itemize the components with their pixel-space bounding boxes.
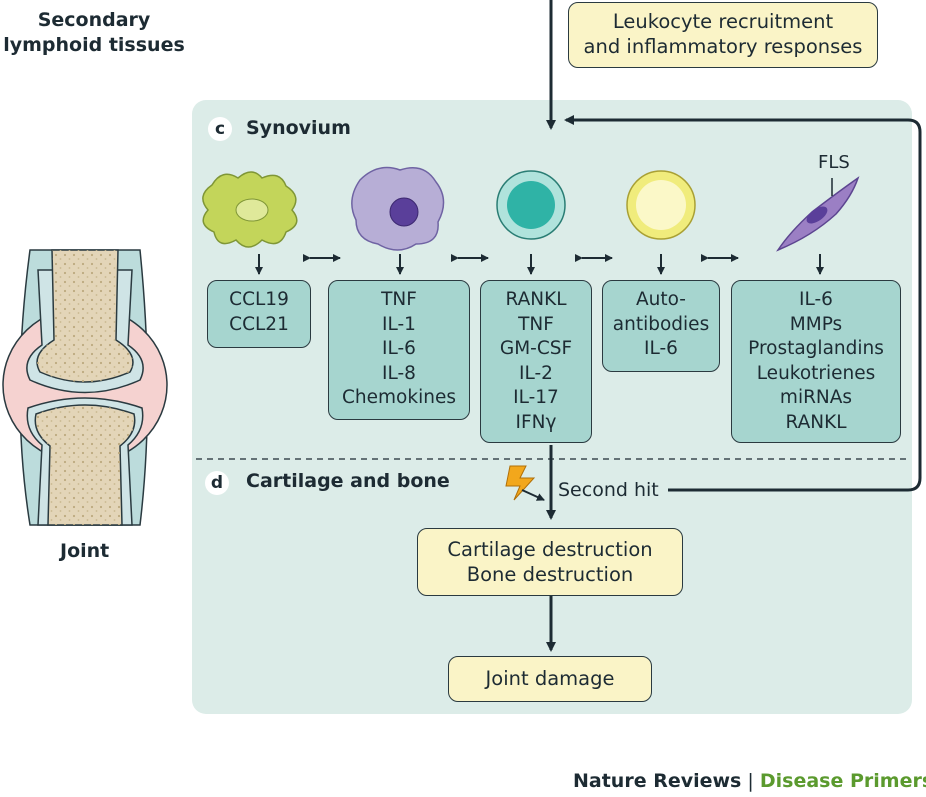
joint-damage-text: Joint damage bbox=[485, 667, 615, 690]
destruction-line1: Cartilage destruction bbox=[447, 538, 653, 561]
box-macrophage-outputs: TNF IL-1 IL-6 IL-8 Chemokines bbox=[328, 280, 470, 420]
leukocyte-line1: Leukocyte recruitment bbox=[612, 10, 834, 33]
output-item: IL-2 bbox=[519, 362, 553, 384]
output-item: Prostaglandins bbox=[748, 338, 884, 359]
fls-cell-icon bbox=[776, 176, 860, 252]
output-item: GM-CSF bbox=[499, 338, 573, 359]
output-item: IFNγ bbox=[515, 411, 557, 433]
output-item: MMPs bbox=[789, 313, 843, 335]
credit-separator: | bbox=[741, 770, 760, 792]
output-item: IL-1 bbox=[382, 313, 416, 335]
output-item: antibodies bbox=[612, 313, 710, 335]
secondary-lymphoid-label: Secondary lymphoid tissues bbox=[0, 8, 194, 58]
credit-sub: Disease Primers bbox=[759, 770, 926, 792]
fls-label: FLS bbox=[818, 152, 850, 173]
macrophage-icon bbox=[351, 166, 445, 251]
output-item: IL-6 bbox=[382, 338, 416, 359]
output-item: IL-8 bbox=[382, 362, 416, 384]
output-item: RANKL bbox=[785, 411, 847, 433]
output-item: Leukotrienes bbox=[756, 362, 876, 384]
joint-damage-box: Joint damage bbox=[448, 656, 652, 702]
b-cell-icon bbox=[626, 170, 696, 240]
output-item: Chemokines bbox=[342, 387, 456, 408]
second-hit-label: Second hit bbox=[558, 479, 659, 501]
cartilage-title: Cartilage and bone bbox=[246, 470, 450, 492]
secondary-lymphoid-line2: lymphoid tissues bbox=[3, 34, 185, 56]
joint-label: Joint bbox=[60, 540, 110, 562]
box-fls-outputs: IL-6 MMPs Prostaglandins Leukotrienes mi… bbox=[731, 280, 901, 443]
output-item: IL-6 bbox=[644, 338, 678, 359]
journal-credit: Nature Reviews | Disease Primers bbox=[573, 770, 926, 792]
credit-main: Nature Reviews bbox=[573, 770, 742, 792]
joint-illustration bbox=[2, 249, 168, 526]
synovium-title: Synovium bbox=[246, 117, 351, 139]
output-item: CCL21 bbox=[229, 313, 289, 335]
destruction-line2: Bone destruction bbox=[466, 563, 634, 586]
destruction-box: Cartilage destruction Bone destruction bbox=[417, 528, 683, 596]
box-bcell-outputs: Auto- antibodies IL-6 bbox=[602, 280, 720, 372]
dendritic-cell-icon bbox=[202, 171, 298, 248]
secondary-lymphoid-line1: Secondary bbox=[37, 9, 151, 31]
output-item: Auto- bbox=[636, 289, 686, 310]
output-item: miRNAs bbox=[779, 387, 853, 408]
feedback-loop-arrow bbox=[564, 115, 922, 492]
leukocyte-line2: and inflammatory responses bbox=[583, 35, 863, 58]
output-item: IL-17 bbox=[513, 387, 559, 408]
output-item: TNF bbox=[518, 313, 554, 335]
lightning-icon bbox=[505, 465, 545, 501]
box-tcell-outputs: RANKL TNF GM-CSF IL-2 IL-17 IFNγ bbox=[480, 280, 592, 443]
panel-letter-c: c bbox=[208, 117, 232, 141]
t-cell-icon bbox=[496, 170, 566, 240]
panel-letter-d: d bbox=[205, 471, 229, 495]
leukocyte-recruitment-box: Leukocyte recruitment and inflammatory r… bbox=[568, 2, 878, 68]
output-item: CCL19 bbox=[229, 289, 289, 310]
output-item: IL-6 bbox=[799, 289, 833, 310]
cell-output-arrows bbox=[255, 254, 824, 275]
box-dendritic-outputs: CCL19 CCL21 bbox=[207, 280, 311, 348]
output-item: TNF bbox=[381, 289, 417, 310]
output-item: RANKL bbox=[505, 289, 567, 310]
